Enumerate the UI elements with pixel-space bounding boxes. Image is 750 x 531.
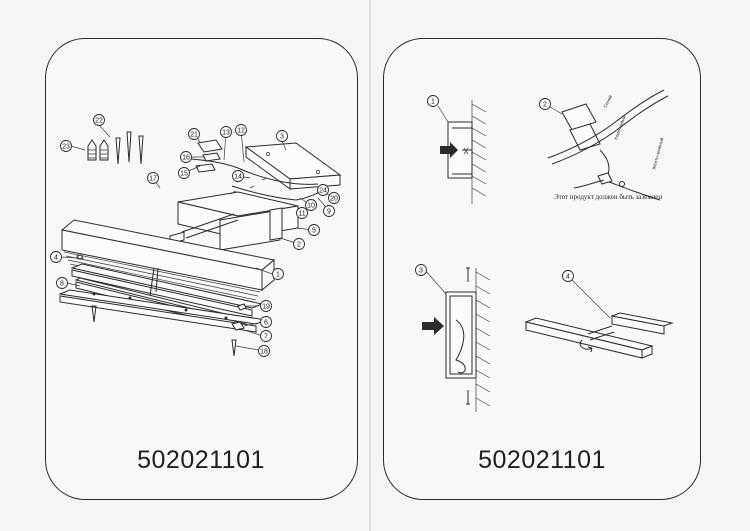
svg-text:11: 11 — [298, 211, 305, 218]
svg-text:2: 2 — [297, 242, 301, 249]
svg-text:2: 2 — [543, 102, 547, 109]
ground-notice: Этот продукт должен быть заземлен — [554, 193, 662, 201]
callout-6: 6 — [260, 316, 272, 328]
page-fold — [369, 0, 371, 531]
callout-16: 16 — [180, 151, 192, 163]
callout-13: 13 — [220, 126, 232, 138]
diffuser-cover-icon — [58, 263, 268, 333]
terminal-block-icon — [195, 139, 223, 173]
callout-14: 14 — [232, 170, 244, 182]
svg-text:9: 9 — [327, 209, 331, 216]
svg-text:21: 21 — [190, 132, 198, 139]
step-callout-1: 1 — [427, 95, 439, 107]
svg-text:4: 4 — [54, 255, 58, 262]
svg-text:12: 12 — [237, 128, 245, 135]
mounting-bracket-icon — [244, 142, 342, 190]
callout-21: 21 — [188, 128, 200, 140]
step-callout-4: 4 — [562, 270, 574, 282]
model-number-right: 502021101 — [478, 446, 606, 474]
step-3-mount-bracket — [422, 267, 491, 412]
callout-18: 18 — [258, 345, 270, 357]
svg-text:3: 3 — [419, 268, 423, 275]
screw-icon — [115, 131, 144, 165]
svg-text:18: 18 — [260, 349, 268, 356]
callout-24: 24 — [317, 184, 329, 196]
part-callouts: 1 2 3 4 5 6 7 8 9 10 11 12 13 14 15 16 1… — [50, 114, 340, 357]
callout-15: 15 — [178, 167, 190, 179]
svg-text:7: 7 — [264, 334, 268, 341]
svg-text:23: 23 — [62, 144, 70, 151]
svg-text:15: 15 — [180, 171, 188, 178]
driver-box-icon — [177, 191, 299, 251]
callout-10: 10 — [305, 199, 317, 211]
svg-text:6: 6 — [264, 320, 268, 327]
callout-23: 23 — [60, 140, 72, 152]
callout-19: 19 — [260, 300, 272, 312]
callout-7: 7 — [260, 330, 272, 342]
svg-text:1: 1 — [431, 99, 435, 106]
light-bar-icon — [60, 219, 276, 305]
svg-text:20: 20 — [330, 196, 338, 203]
svg-text:10: 10 — [307, 203, 315, 210]
callout-22: 22 — [93, 114, 105, 126]
callout-12: 12 — [235, 124, 247, 136]
step-2-wiring: Синий Коричневый Жёлто-зелёный — [544, 89, 669, 201]
svg-text:17: 17 — [149, 176, 157, 183]
callout-1: 1 — [272, 268, 284, 280]
installation-steps-panel — [383, 38, 701, 500]
callout-17: 17 — [147, 172, 159, 184]
callout-11: 11 — [296, 207, 308, 219]
svg-text:14: 14 — [234, 174, 242, 181]
callout-2: 2 — [293, 238, 305, 250]
svg-text:Коричневый: Коричневый — [612, 114, 627, 141]
svg-text:19: 19 — [262, 304, 270, 311]
step-4-fixture — [524, 279, 674, 359]
svg-text:13: 13 — [222, 130, 230, 137]
callout-8: 8 — [56, 277, 68, 289]
step-callout-3: 3 — [415, 264, 427, 276]
svg-text:Жёлто-зелёный: Жёлто-зелёный — [650, 136, 664, 170]
svg-text:3: 3 — [280, 134, 284, 141]
wall-anchor-icon — [87, 139, 109, 161]
step-callouts: 1 2 3 4 — [415, 95, 574, 282]
callout-3: 3 — [276, 130, 288, 142]
callout-20: 20 — [328, 192, 340, 204]
svg-text:4: 4 — [566, 274, 570, 281]
callout-4: 4 — [50, 251, 62, 263]
svg-text:22: 22 — [95, 118, 103, 125]
svg-text:8: 8 — [60, 281, 64, 288]
model-number-left: 502021101 — [137, 446, 265, 474]
callout-5: 5 — [308, 224, 320, 236]
step-1-wall-drill — [437, 100, 487, 204]
svg-text:24: 24 — [319, 188, 327, 195]
step-callout-2: 2 — [539, 98, 551, 110]
svg-text:1: 1 — [276, 272, 280, 279]
svg-text:Синий: Синий — [602, 94, 614, 109]
svg-text:16: 16 — [182, 155, 190, 162]
svg-text:5: 5 — [312, 228, 316, 235]
callout-9: 9 — [323, 205, 335, 217]
